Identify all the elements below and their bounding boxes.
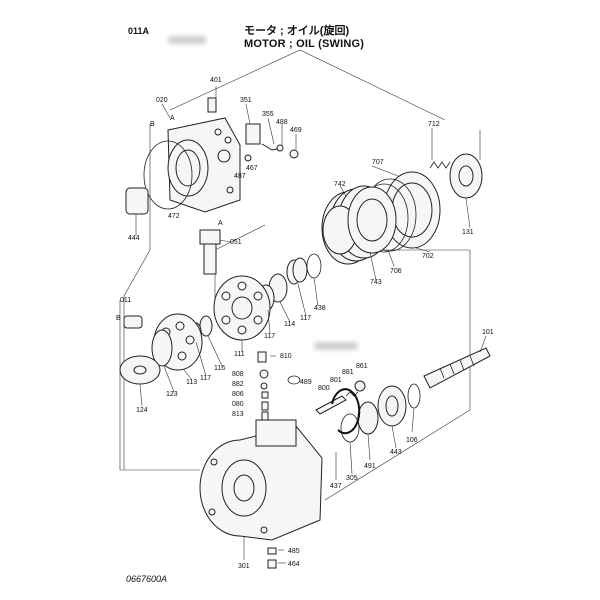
callout-469: 469 (290, 127, 302, 134)
ring-305 (340, 413, 360, 443)
callout-801: 801 (330, 377, 342, 384)
plug-485 (267, 547, 277, 555)
callout-813: 813 (232, 411, 244, 418)
callout-b2: B (116, 315, 121, 322)
callout-117-a: 117 (264, 333, 275, 340)
relief-valve-800 (315, 391, 359, 415)
title-japanese: モータ ; オイル(旋回) (244, 25, 350, 37)
page-code: 011A (128, 26, 150, 36)
spring-712 (429, 161, 451, 169)
callout-a2: A (218, 220, 223, 227)
callout-011: 011 (120, 297, 131, 304)
shaft-101 (423, 347, 491, 389)
callout-351: 351 (240, 97, 252, 104)
plug-861 (354, 380, 366, 392)
callout-106: 106 (406, 437, 418, 444)
valve-stack (257, 351, 269, 421)
callout-401: 401 (210, 77, 222, 84)
callout-114: 114 (284, 321, 295, 328)
housing-301 (199, 419, 323, 541)
callout-488: 488 (276, 119, 288, 126)
title-english: MOTOR ; OIL (SWING) (244, 38, 365, 50)
callout-111: 111 (234, 351, 245, 358)
roller-bearing-443 (377, 385, 407, 427)
callout-810: 810 (280, 353, 292, 360)
callout-051: 051 (230, 239, 242, 246)
connector-011 (123, 315, 143, 329)
callout-101: 101 (482, 329, 494, 336)
callout-472: 472 (168, 213, 180, 220)
callout-485: 485 (288, 548, 300, 555)
ring-438 (306, 253, 322, 279)
spring-117 (286, 257, 308, 285)
plug-401 (207, 97, 217, 113)
callout-706: 706 (390, 268, 402, 275)
callout-438: 438 (314, 305, 326, 312)
callout-a: A (170, 115, 175, 122)
callout-124: 124 (136, 407, 148, 414)
o-ring-489 (287, 375, 301, 385)
callout-b: B (150, 121, 155, 128)
callout-437: 437 (330, 483, 342, 490)
bearing-444 (125, 187, 149, 215)
callout-882: 882 (232, 381, 244, 388)
shoe-plate-123 (151, 329, 173, 367)
snap-ring-437 (331, 388, 361, 435)
callout-443: 443 (390, 449, 402, 456)
redacted-text (314, 342, 358, 350)
callout-301: 301 (238, 563, 250, 570)
callout-707: 707 (372, 159, 384, 166)
cylinder-block-111 (213, 275, 271, 341)
callout-444: 444 (128, 235, 140, 242)
callout-467: 467 (246, 165, 258, 172)
callout-464: 464 (288, 561, 300, 568)
callout-861: 861 (356, 363, 368, 370)
redacted-text (168, 36, 206, 44)
callout-806: 806 (232, 391, 244, 398)
callout-742: 742 (334, 181, 346, 188)
figure-id: 0667600A (126, 574, 168, 584)
callout-489: 489 (300, 379, 312, 386)
callout-080: 080 (232, 401, 244, 408)
relief-valve-351 (245, 123, 299, 159)
plug-131 (449, 153, 483, 199)
callout-305: 305 (346, 475, 358, 482)
callout-117-c: 117 (200, 375, 211, 382)
oil-seal-491 (357, 401, 379, 435)
callout-355: 355 (262, 111, 274, 118)
callout-leaders (135, 86, 487, 564)
valve-casing-020 (167, 117, 241, 213)
callout-117-b: 117 (300, 315, 311, 322)
part-callouts: 401 020 351 355 488 469 712 B A 487 467 … (116, 77, 494, 570)
callout-881: 881 (342, 369, 354, 376)
plate-124 (119, 355, 161, 385)
callout-131: 131 (462, 229, 474, 236)
pin-116 (199, 315, 213, 337)
callout-491: 491 (364, 463, 376, 470)
callout-702: 702 (422, 253, 434, 260)
callout-808: 808 (232, 371, 244, 378)
plug-487 (244, 154, 252, 162)
ring-106 (407, 383, 421, 409)
callout-800: 800 (318, 385, 330, 392)
callout-123: 123 (166, 391, 178, 398)
callout-116: 116 (214, 365, 225, 372)
o-ring-472 (143, 140, 193, 210)
callout-020: 020 (156, 97, 168, 104)
callout-712: 712 (428, 121, 440, 128)
callout-743: 743 (370, 279, 382, 286)
separator-plates-743 (347, 186, 397, 254)
shaft-051 (199, 229, 221, 275)
callout-113: 113 (186, 379, 197, 386)
plug-464 (267, 559, 277, 569)
callout-487: 487 (234, 173, 246, 180)
